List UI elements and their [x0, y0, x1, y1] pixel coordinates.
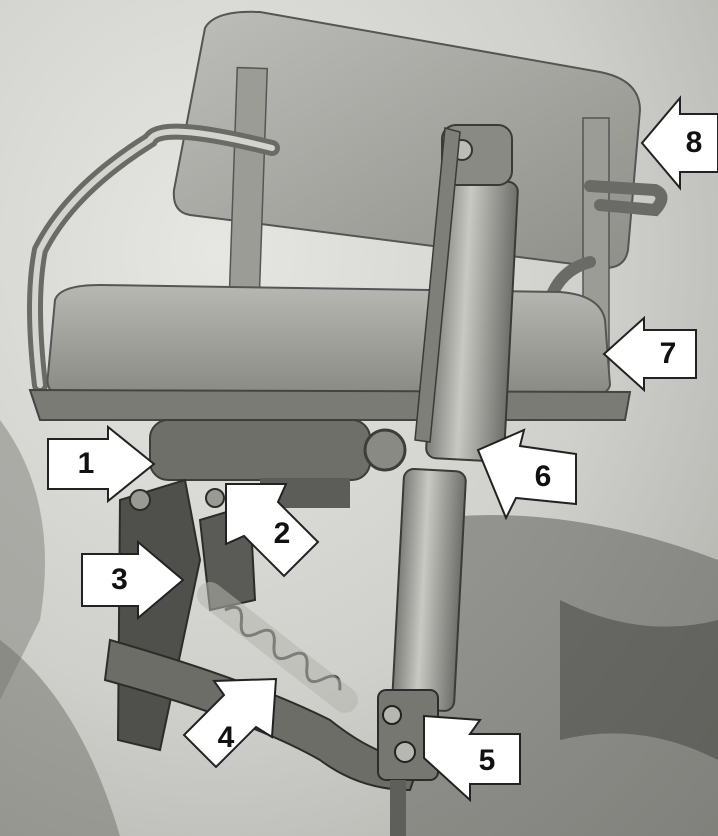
callout-label-3: 3 — [111, 563, 128, 596]
callout-arrow-7: 7 — [602, 315, 698, 393]
callout-label-4: 4 — [217, 720, 235, 754]
callout-label-5: 5 — [478, 744, 496, 777]
arrow-up-left-icon — [476, 428, 577, 521]
shock-lower — [391, 467, 467, 712]
callout-label-1: 1 — [77, 447, 95, 480]
callout-arrow-6: 6 — [476, 428, 580, 522]
arrow-left-icon — [602, 315, 697, 393]
callout-label-6: 6 — [534, 460, 552, 493]
callout-arrow-5: 5 — [420, 712, 524, 804]
callout-arrow-3: 3 — [80, 539, 185, 621]
seat-cushion — [46, 283, 612, 396]
seat-back — [172, 10, 642, 270]
callout-label-2: 2 — [273, 517, 291, 550]
arrow-left-icon — [640, 95, 718, 191]
callout-arrow-2: 2 — [222, 480, 322, 580]
arrow-up-left-icon — [423, 714, 521, 803]
arrow-right-icon — [47, 424, 156, 504]
arrow-up-left-icon — [225, 483, 320, 578]
callout-arrow-8: 8 — [640, 95, 718, 191]
callout-arrow-1: 1 — [46, 424, 156, 504]
callout-label-8: 8 — [685, 126, 703, 159]
arrow-up-right-icon — [182, 677, 278, 769]
callout-label-7: 7 — [659, 337, 677, 370]
callout-arrow-4: 4 — [180, 675, 280, 770]
arrow-right-icon — [81, 539, 185, 621]
